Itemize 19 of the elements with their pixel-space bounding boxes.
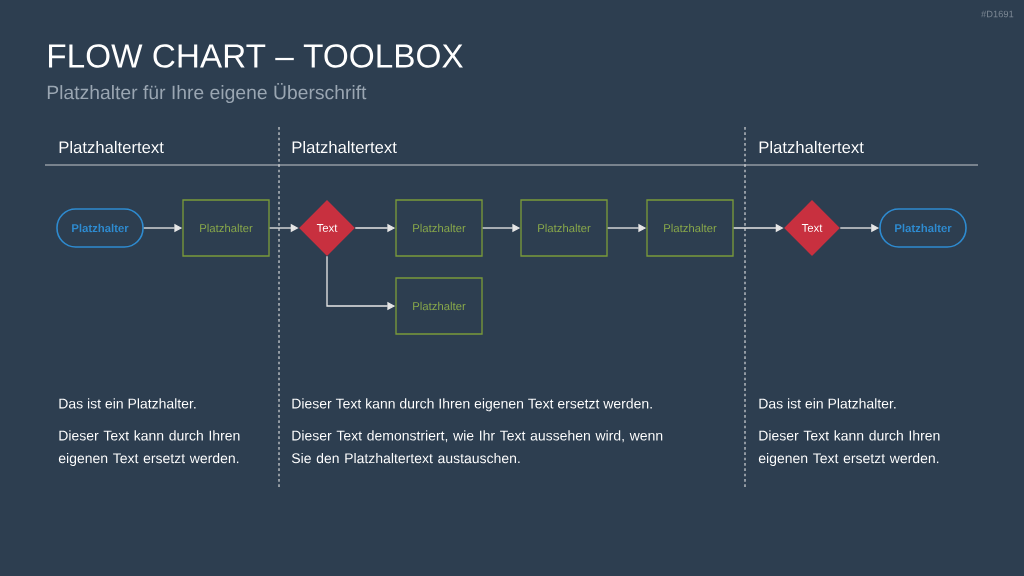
body-text: Dieser Text demonstriert, wie Ihr Text aussehen wird, wenn Sie den Platzhaltertext austauschen. [291,430,663,464]
column-heading: Platzhaltertext [759,140,864,154]
column-heading: Platzhaltertext [292,140,397,154]
body-text: Das ist ein Platzhalter. [59,398,196,409]
process-box: Platzhalter [520,199,608,257]
terminal-pill: Platzhalter [879,208,967,248]
body-text: Dieser Text kann durch Ihren eigenen Text ersetzt werden. [292,398,652,412]
subtitle: Platzhalter für Ihre eigene Überschrift [47,82,367,104]
body-text: Dieser Text kann durch Ihren eigenen Text ersetzt werden. [758,430,940,466]
column-heading: Platzhaltertext [59,140,164,154]
process-box: Platzhalter [395,199,483,257]
process-box: Platzhalter [395,277,483,335]
process-box: Platzhalter [646,199,734,257]
body-text: Dieser Text kann durch Ihren eigenen Text ersetzt werden. [58,430,240,466]
body-text: Das ist ein Platzhalter. [759,398,896,409]
title: FLOW CHART – TOOLBOX [49,44,463,68]
slide-id: #D1691 [981,10,1014,18]
process-box: Platzhalter [182,199,270,257]
terminal-pill: Platzhalter [56,208,144,248]
